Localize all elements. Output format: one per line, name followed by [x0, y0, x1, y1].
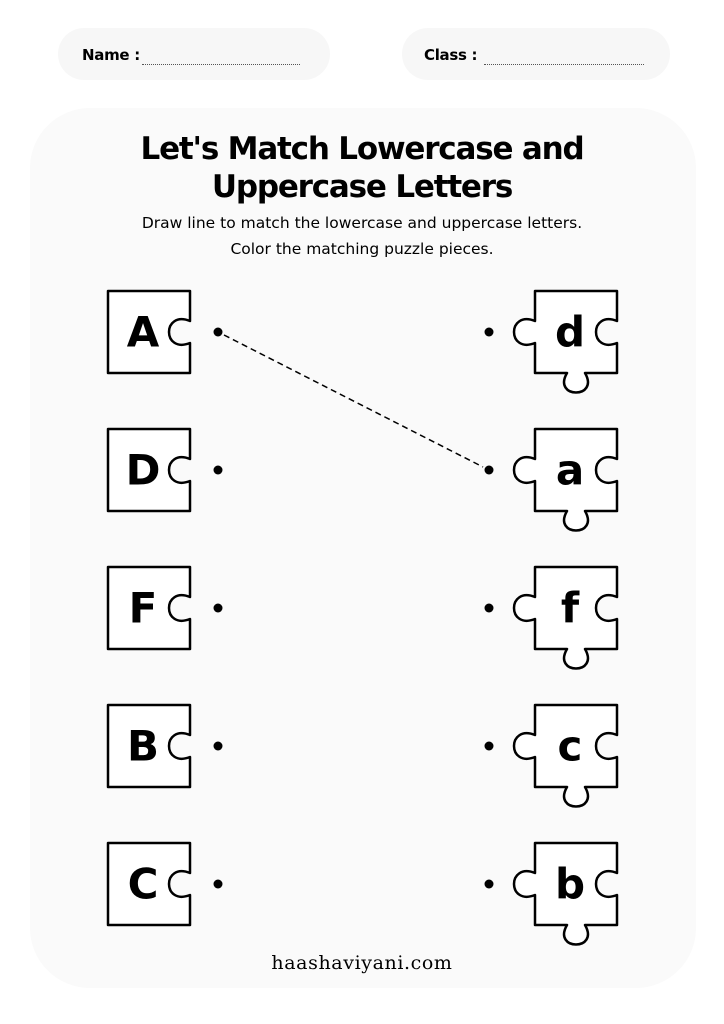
puzzle-piece-shape[interactable] [512, 427, 619, 532]
lowercase-piece-d[interactable]: d [512, 289, 619, 394]
uppercase-piece-a[interactable]: A [106, 289, 192, 375]
name-input-line[interactable] [142, 64, 300, 65]
right-connector-dot[interactable] [484, 465, 494, 475]
uppercase-piece-b[interactable]: B [106, 703, 192, 789]
puzzle-piece-shape[interactable] [512, 841, 619, 946]
website-footer: haashaviyani.com [271, 952, 453, 974]
left-connector-dot[interactable] [213, 603, 223, 613]
lowercase-letter: a [556, 446, 584, 495]
uppercase-letter: B [127, 722, 159, 771]
class-label: Class : [424, 46, 478, 64]
lowercase-letter: c [558, 722, 583, 771]
uppercase-letter: A [127, 308, 160, 357]
lowercase-letter: d [555, 308, 585, 357]
class-input-line[interactable] [484, 64, 644, 65]
puzzle-piece-shape[interactable] [106, 841, 192, 927]
lowercase-letter: f [561, 584, 580, 633]
right-connector-dot[interactable] [484, 603, 494, 613]
lowercase-piece-a[interactable]: a [512, 427, 619, 532]
lowercase-piece-b[interactable]: b [512, 841, 619, 946]
instruction-line-1: Draw line to match the lowercase and upp… [141, 214, 583, 232]
uppercase-piece-c[interactable]: C [106, 841, 192, 927]
left-connector-dot[interactable] [213, 741, 223, 751]
lowercase-piece-c[interactable]: c [512, 703, 619, 808]
uppercase-letter: D [126, 446, 161, 495]
worksheet-background [30, 108, 696, 988]
name-label: Name : [82, 46, 140, 64]
uppercase-piece-f[interactable]: F [106, 565, 192, 651]
puzzle-piece-shape[interactable] [106, 565, 192, 651]
puzzle-piece-shape[interactable] [106, 703, 192, 789]
uppercase-letter: C [128, 860, 159, 909]
puzzle-piece-shape[interactable] [106, 427, 192, 513]
right-connector-dot[interactable] [484, 741, 494, 751]
instruction-line-2: Color the matching puzzle pieces. [230, 240, 494, 258]
puzzle-piece-shape[interactable] [512, 565, 619, 670]
worksheet-title-line-2: Uppercase Letters [211, 169, 513, 205]
example-match-line [223, 334, 484, 468]
right-connector-dot[interactable] [484, 879, 494, 889]
left-connector-dot[interactable] [213, 879, 223, 889]
uppercase-letter: F [129, 584, 158, 633]
lowercase-letter: b [555, 860, 585, 909]
class-field-background [402, 28, 670, 80]
uppercase-piece-d[interactable]: D [106, 427, 192, 513]
right-connector-dot[interactable] [484, 327, 494, 337]
worksheet-title-line-1: Let's Match Lowercase and [140, 131, 585, 167]
lowercase-piece-f[interactable]: f [512, 565, 619, 670]
puzzle-piece-shape[interactable] [106, 289, 192, 375]
left-connector-dot[interactable] [213, 465, 223, 475]
left-connector-dot[interactable] [213, 327, 223, 337]
puzzle-piece-shape[interactable] [512, 703, 619, 808]
puzzle-piece-shape[interactable] [512, 289, 619, 394]
name-field-background [58, 28, 330, 80]
